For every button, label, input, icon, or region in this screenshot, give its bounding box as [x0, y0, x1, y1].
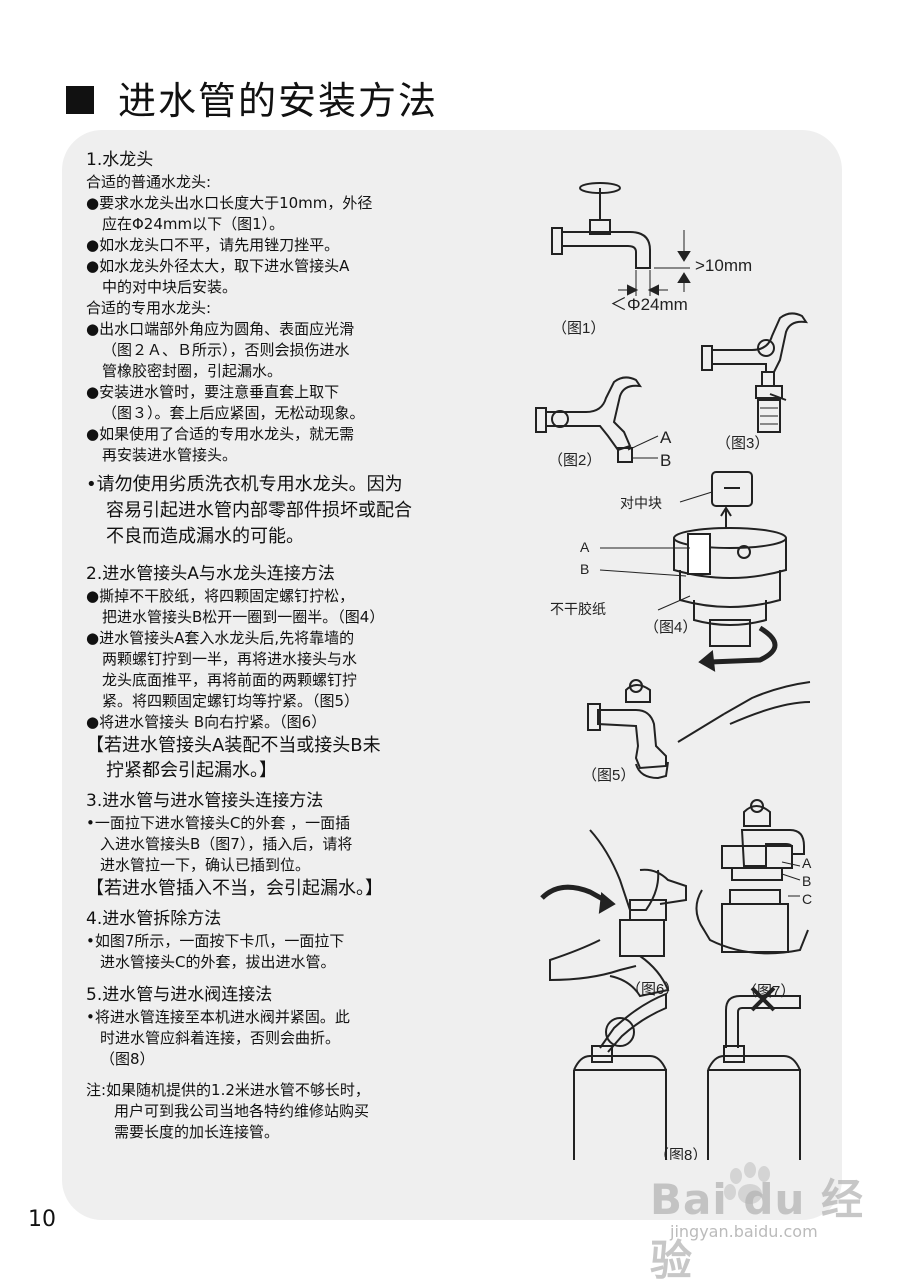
fig5-screwdriver [587, 679, 811, 780]
content-panel [62, 130, 842, 1220]
section-2-warning: 【若进水管接头A装配不当或接头B未 拧紧都会引起漏水。】 [86, 735, 381, 781]
footnote: 注:如果随机提供的1.2米进水管不够长时， 用户可到我公司当地各特约维修站购买 … [86, 1081, 370, 1141]
bullet-1-5: ●安装进水管时，要注意垂直套上取下 （图３）。套上后应紧固，无松动现象。 [86, 383, 365, 422]
fig4-label-b: B [580, 561, 589, 577]
fig1-faucet [551, 182, 691, 296]
bullet-2-1: ●撕掉不干胶纸，将四颗固定螺钉拧松， 把进水管接头B松开一圈到一圈半。（图4） [86, 587, 385, 626]
fig7-label-c: C [802, 891, 812, 907]
bullet-1-2: ●如水龙头口不平，请先用锉刀挫平。 [86, 236, 340, 254]
fig8-caption: （图8） [654, 1147, 707, 1160]
bullet-1-6: ●如果使用了合适的专用水龙头，就无需 再安装进水管接头。 [86, 425, 355, 464]
page-title: 进水管的安装方法 [118, 79, 439, 123]
baidu-watermark-icon [638, 1150, 878, 1260]
fig1-diameter-label: ＜Φ24mm [610, 295, 688, 314]
watermark-text: Bai du 经验 [650, 1175, 864, 1285]
watermark-url: jingyan.baidu.com [670, 1222, 818, 1241]
section-2-heading: 2.进水管接头A与水龙头连接方法 [86, 564, 335, 584]
page-number: 10 [28, 1207, 56, 1232]
section-1-heading: 1.水龙头 [86, 150, 154, 170]
fig7-label-b: B [802, 873, 811, 889]
fig8-valves [573, 986, 801, 1160]
section-1-subheading-special: 合适的专用水龙头: [86, 299, 212, 317]
fig5-caption: （图5） [582, 767, 635, 784]
fig7-assembly [695, 799, 809, 955]
fig7-label-a: A [802, 855, 812, 871]
fig2-label-a: A [660, 428, 672, 447]
paw-icon [724, 1162, 770, 1204]
fig1-caption: （图1） [552, 320, 605, 337]
bullet-4-1: •如图7所示，一面按下卡爪，一面拉下 进水管接头C的外套，拔出进水管。 [86, 932, 345, 971]
fig2-label-b: B [660, 451, 671, 470]
fig4-sticker-label: 不干胶纸 [550, 601, 606, 617]
title-square-icon [66, 86, 94, 114]
section-3-heading: 3.进水管与进水管接头连接方法 [86, 791, 324, 811]
bullet-2-3: ●将进水管接头 B向右拧紧。（图6） [86, 713, 327, 731]
section-4-heading: 4.进水管拆除方法 [86, 909, 222, 929]
figures-illustration: >10mm ＜Φ24mm （图1） （图3） A B （图2） [535, 182, 812, 1160]
fig3-faucet [701, 312, 809, 433]
fig4-centering-block-label: 对中块 [620, 495, 662, 511]
bullet-5-1: •将进水管连接至本机进水阀并紧固。此 时进水管应斜着连接，否则会曲折。 （图8） [86, 1008, 350, 1068]
section-1-subheading-common: 合适的普通水龙头: [86, 173, 212, 191]
section-3-warning: 【若进水管插入不当，会引起漏水。】 [86, 878, 383, 899]
instructions-column: 1.水龙头 合适的普通水龙头: ●要求水龙头出水口长度大于10mm，外径 应在Φ… [86, 142, 486, 1143]
bullet-1-1: ●要求水龙头出水口长度大于10mm，外径 应在Φ24mm以下（图1）。 [86, 194, 373, 233]
bullet-1-4: ●出水口端部外角应为圆角、表面应光滑 （图２Ａ、Ｂ所示），否则会损伤进水 管橡胶… [86, 320, 355, 380]
fig3-caption: （图3） [716, 435, 769, 452]
bullet-2-2: ●进水管接头A套入水龙头后,先将靠墙的 两颗螺钉拧到一半，再将进水接头与水 龙头… [86, 629, 360, 710]
fig6-caption: （图6） [626, 981, 679, 998]
fig2-faucet [535, 376, 659, 463]
fig4-label-a: A [580, 539, 590, 555]
fig4-connector [599, 471, 787, 672]
fig4-caption: （图4） [644, 619, 697, 636]
fig2-caption: （图2） [548, 452, 601, 469]
bullet-3-1: •一面拉下进水管接头C的外套 ，一面插 入进水管接头B（图7），插入后，请将 进… [86, 814, 353, 874]
fig1-length-label: >10mm [695, 256, 752, 275]
section-1-warning: •请勿使用劣质洗衣机专用水龙头。因为 容易引起进水管内部零部件损坏或配合 不良而… [86, 474, 412, 547]
fig6-hands [540, 829, 687, 998]
section-5-heading: 5.进水管与进水阀连接法 [86, 985, 273, 1005]
bullet-1-3: ●如水龙头外径太大，取下进水管接头A 中的对中块后安装。 [86, 257, 350, 296]
